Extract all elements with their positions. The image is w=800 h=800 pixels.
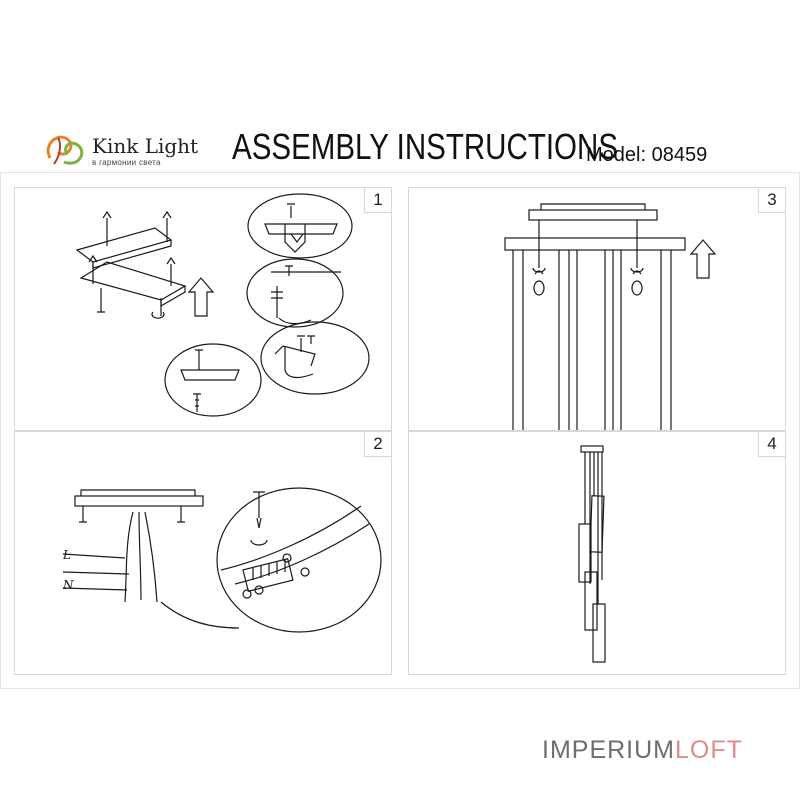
page-title: ASSEMBLY INSTRUCTIONS <box>232 126 619 167</box>
step-4-illustration <box>578 445 606 663</box>
logo-swirl-icon <box>46 135 84 165</box>
step-1-panel: 1 <box>14 187 392 431</box>
step-4-panel: 4 <box>408 431 786 675</box>
step-4-number: 4 <box>758 432 785 457</box>
step-2-illustration <box>62 487 382 633</box>
step-3-number: 3 <box>758 188 785 213</box>
step-1-illustration <box>75 193 370 417</box>
watermark-part-1: IMPERIUM <box>542 736 675 764</box>
step-1-number: 1 <box>364 188 391 213</box>
step-2-panel: 2 <box>14 431 392 675</box>
model-number: Model: 08459 <box>586 144 708 166</box>
step-2-number: 2 <box>364 432 391 457</box>
brand-logo: Kink Light в гармонии света <box>40 128 200 172</box>
watermark-part-2: LOFT <box>675 736 743 764</box>
step-3-panel: 3 <box>408 187 786 431</box>
imperiumloft-watermark: IMPERIUMLOFT <box>542 736 743 765</box>
live-label: L <box>63 548 71 562</box>
header: Kink Light в гармонии света ASSEMBLY INS… <box>0 0 800 180</box>
brand-tagline: в гармонии света <box>92 158 161 167</box>
step-3-illustration <box>504 203 717 430</box>
neutral-label: N <box>63 578 74 592</box>
brand-name: Kink Light <box>92 134 199 158</box>
